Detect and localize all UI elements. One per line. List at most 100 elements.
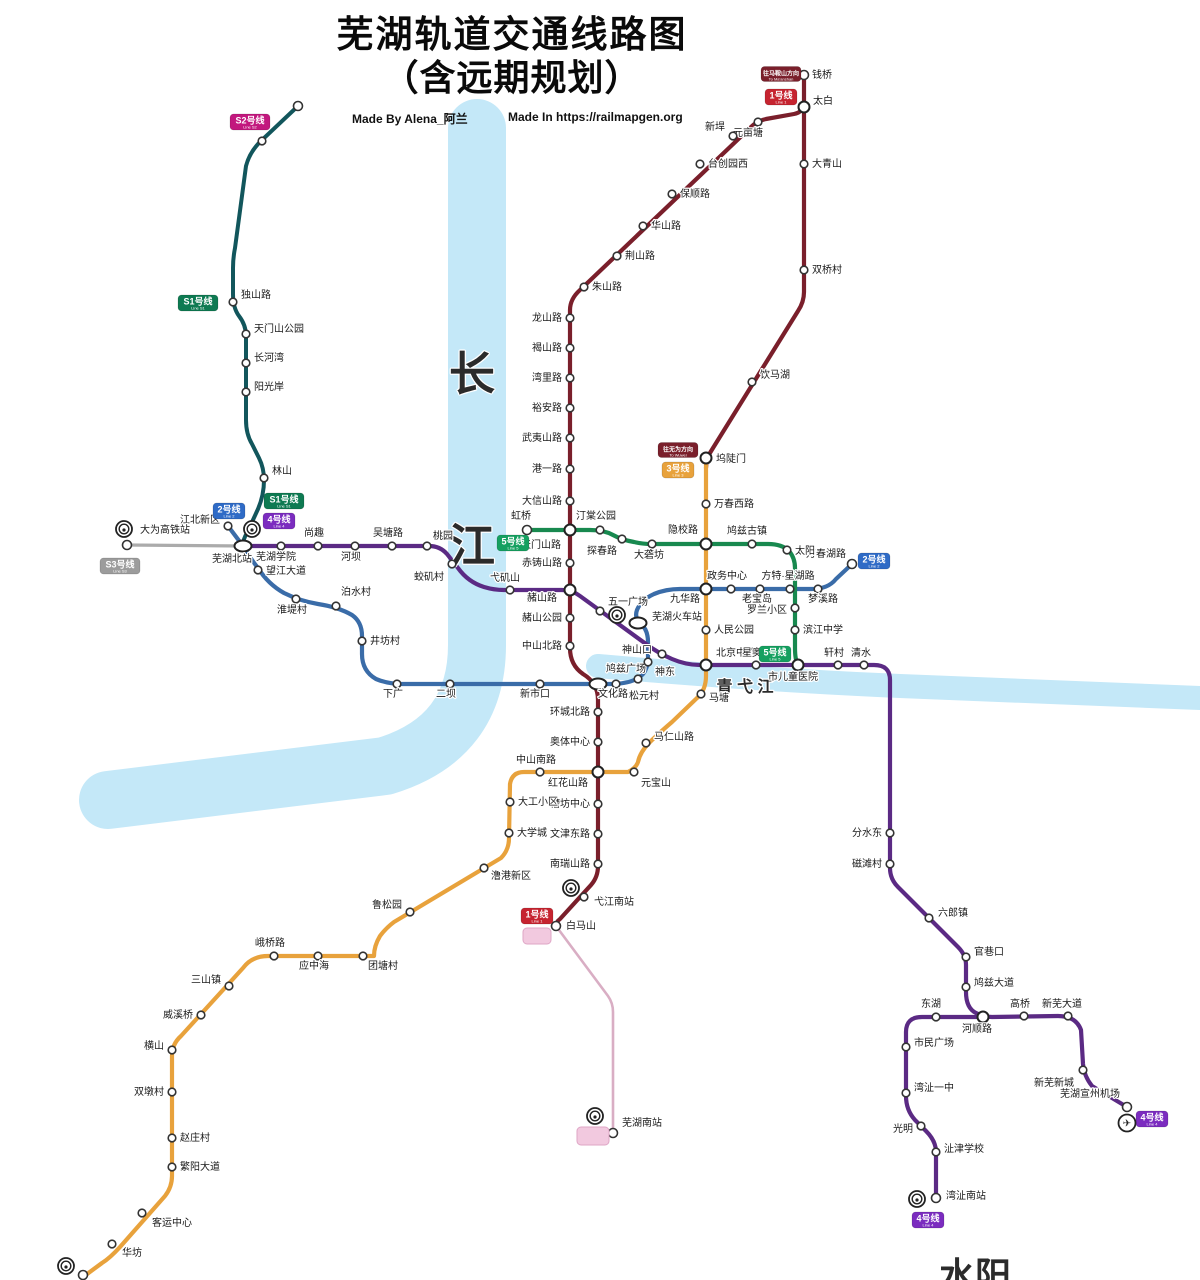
station-台创园西 [695, 159, 705, 169]
station-新芜大道 [1063, 1011, 1073, 1021]
station-label-下广: 下广 [383, 688, 403, 700]
station-五一广场 [595, 606, 605, 616]
station-label-隐校路: 隐校路 [668, 523, 698, 536]
station-淮堤村 [291, 594, 301, 604]
airport-icon-glyph: ✈ [1123, 1119, 1131, 1130]
station-label-槽坊中心: 槽坊中心 [550, 797, 590, 810]
station-label-坞陡门: 坞陡门 [716, 452, 746, 465]
station-裕安路 [565, 403, 575, 413]
station-label-白马山: 白马山 [566, 919, 596, 932]
station-label-新芜新城: 新芜新城 [1034, 1076, 1074, 1089]
station-隐校路 [699, 537, 713, 551]
badge-往无为方向 [657, 442, 699, 458]
station-label-威溪桥: 威溪桥 [163, 1008, 193, 1021]
station-滨江中学 [790, 625, 800, 635]
station-label-大学城: 大学城 [517, 826, 547, 839]
station-华山路 [638, 221, 648, 231]
station-太白 [797, 100, 811, 114]
station-赭山公园 [565, 613, 575, 623]
station-label-红花山路: 红花山路 [548, 776, 588, 789]
station-人民公园 [701, 625, 711, 635]
station-尚趣 [313, 541, 323, 551]
station-芜湖火车站 [628, 616, 648, 630]
station-label-赵庄村: 赵庄村 [180, 1131, 210, 1144]
railway-interchange-icon-inner [118, 523, 130, 535]
station-泊水村 [331, 601, 341, 611]
badge-4号线 [1135, 1110, 1169, 1128]
station-label-官巷口: 官巷口 [974, 945, 1004, 958]
station-繁阳大道 [167, 1162, 177, 1172]
station-红花山路 [591, 765, 605, 779]
station-label-峨桥路: 峨桥路 [255, 936, 285, 949]
station-华坊 [107, 1239, 117, 1249]
station-label-老宝岛: 老宝岛 [742, 592, 772, 605]
station-label-河坝: 河坝 [341, 551, 361, 563]
station-湾沚一中 [901, 1088, 911, 1098]
station-label-应中海: 应中海 [299, 959, 329, 972]
station-label-九华路: 九华路 [670, 592, 700, 605]
station-老宝岛 [755, 584, 765, 594]
station-label-奥体中心: 奥体中心 [550, 735, 590, 748]
station-横山 [167, 1045, 177, 1055]
station-label-鸠兹古镇: 鸠兹古镇 [727, 524, 767, 537]
badge-text-2号线: 2号线 [862, 554, 885, 565]
station-双墩村 [167, 1087, 177, 1097]
station-label-保顺路: 保顺路 [680, 187, 710, 200]
badge-subtext-S2号线: Line S2 [243, 125, 257, 130]
station-汀棠公园 [595, 525, 605, 535]
railway-interchange-icon-dot [593, 1115, 597, 1119]
station-label-磁滩村: 磁滩村 [852, 857, 882, 870]
station-label-鲁松园: 鲁松园 [372, 898, 402, 911]
station-方特·星湖路 [785, 584, 795, 594]
station-新市口 [535, 679, 545, 689]
station-label-中山北路: 中山北路 [522, 639, 562, 652]
badge-subtext-往无为方向: To Wuwei [669, 453, 686, 458]
station-蛟矶村 [447, 559, 457, 569]
station-label-团塘村: 团塘村 [368, 959, 398, 972]
station-label-长河湾: 长河湾 [254, 351, 284, 364]
station-label-梦溪路: 梦溪路 [808, 592, 838, 605]
station-探春路 [617, 534, 627, 544]
station-大信山路 [565, 496, 575, 506]
station-芜湖宣州机场 [1121, 1101, 1133, 1113]
station-江北新区 [223, 521, 233, 531]
station-label-荆山路: 荆山路 [625, 249, 655, 262]
station-label-轩村: 轩村 [824, 646, 844, 659]
station-威溪桥 [196, 1010, 206, 1020]
badge-2号线 [857, 552, 891, 570]
station-槽坊中心 [593, 799, 603, 809]
railway-interchange-icon-inner [589, 1110, 601, 1122]
station-label-澛港新区: 澛港新区 [491, 869, 531, 882]
station-label-市儿童医院: 市儿童医院 [768, 670, 818, 683]
railway-interchange-icon-dot [250, 528, 254, 532]
badge-3号线 [661, 461, 695, 479]
depot-box [576, 1126, 610, 1146]
station-中山南路 [535, 767, 545, 777]
line-line1-path [553, 72, 807, 929]
badge-subtext-3号线: Line 3 [673, 473, 685, 478]
station-label-汀棠公园: 汀棠公园 [576, 509, 616, 522]
badge-4号线 [911, 1211, 945, 1229]
badge-1号线 [520, 907, 554, 925]
station-label-林山: 林山 [272, 464, 292, 477]
badge-subtext-5号线: Line 5 [508, 546, 520, 551]
badge-text-4号线: 4号线 [916, 1213, 939, 1224]
station-罗兰小区 [790, 603, 800, 613]
station-望江大道 [253, 565, 263, 575]
station-label-客运中心: 客运中心 [152, 1216, 192, 1229]
station-元宝山 [629, 767, 639, 777]
station-label-清水: 清水 [851, 646, 871, 659]
station-label-太白: 太白 [813, 94, 833, 107]
badge-text-5号线: 5号线 [763, 647, 786, 658]
station-政务中心 [726, 584, 736, 594]
station-label-滨江中学: 滨江中学 [803, 623, 843, 636]
station-松元村 [633, 674, 643, 684]
station-太阳 [782, 545, 792, 555]
badge-subtext-2号线: Line 2 [869, 564, 881, 569]
station-label-独山路: 独山路 [241, 288, 271, 301]
station-赤铸山路 [565, 558, 575, 568]
badge-往马鞍山方向 [760, 66, 802, 82]
station-大学城 [504, 828, 514, 838]
station-奥体中心 [593, 737, 603, 747]
station-label-文津东路: 文津东路 [550, 827, 590, 840]
